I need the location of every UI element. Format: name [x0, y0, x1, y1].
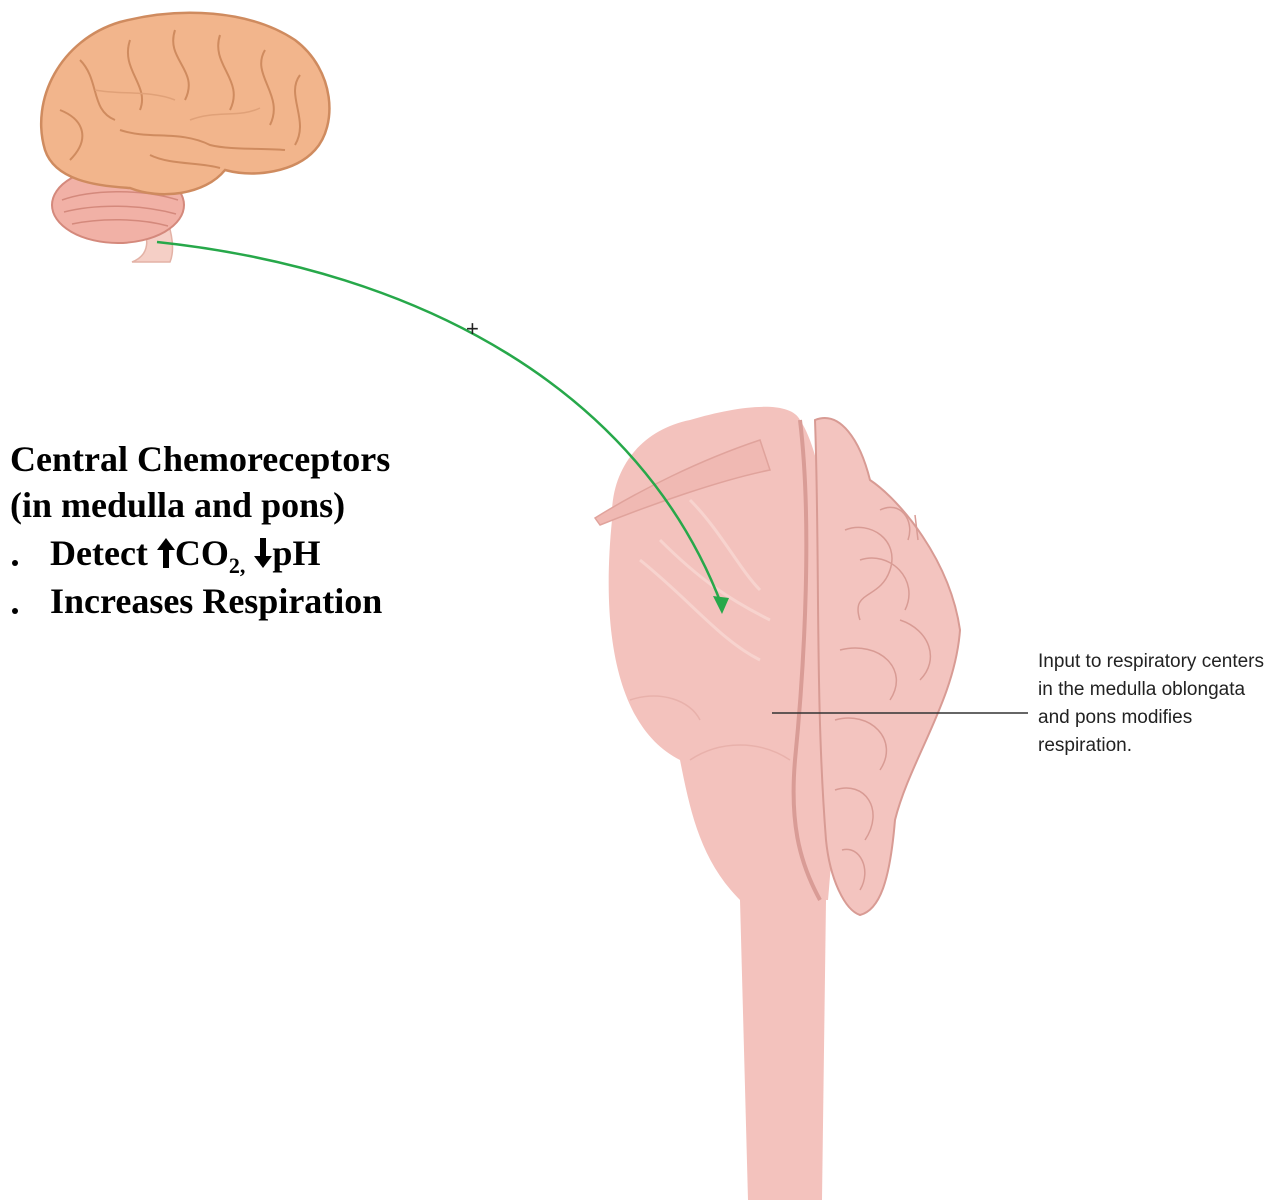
- bullet-dot: [12, 608, 18, 614]
- callout-text: Input to respiratory centers in the medu…: [1038, 651, 1264, 756]
- co2-label: CO: [174, 533, 229, 573]
- brainstem-illustration: [593, 406, 962, 1200]
- brain-illustration: [40, 11, 331, 263]
- co2-subscript: 2,: [228, 553, 246, 579]
- bullet-increases: Increases Respiration: [50, 581, 383, 621]
- bullet-detect: Detect CO2, pH: [50, 532, 320, 579]
- bullet-detect-prefix: Detect: [50, 533, 157, 573]
- arrow-head-icon: [713, 596, 729, 614]
- heading-line-2: (in medulla and pons): [10, 485, 346, 525]
- influence-arrow: [156, 240, 724, 607]
- heading-line-1: Central Chemoreceptors: [10, 439, 391, 479]
- ph-label: pH: [272, 533, 321, 573]
- up-arrow-icon: [156, 538, 175, 568]
- arrow-sign-label: +: [466, 316, 479, 341]
- bullet-dot: [12, 560, 18, 566]
- down-arrow-icon: [254, 538, 273, 568]
